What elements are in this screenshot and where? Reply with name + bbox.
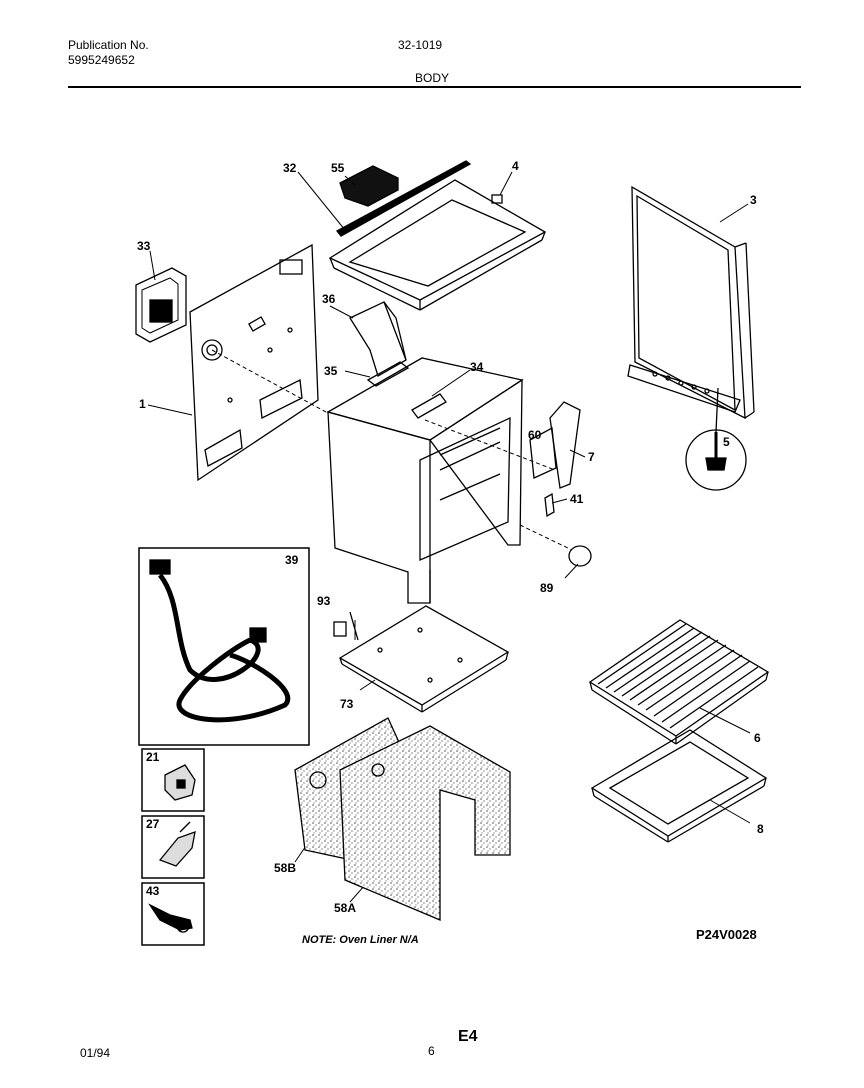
model-code: 32-1019 <box>398 38 443 52</box>
oven-rack-part <box>588 619 770 745</box>
hinge-part <box>529 401 581 518</box>
part-label: 36 <box>322 292 336 306</box>
vent-trim-part <box>411 393 447 419</box>
part-label: 3 <box>750 193 757 207</box>
part-label: 6 <box>754 731 761 745</box>
part-label: 39 <box>285 553 299 567</box>
footer-section-code: E4 <box>458 1028 478 1045</box>
vent-duct-part <box>349 301 407 377</box>
bracket-box-part <box>135 267 187 343</box>
part-label: 58B <box>274 861 297 875</box>
part-label: 73 <box>340 697 354 711</box>
part-label: 1 <box>139 397 146 411</box>
plug-button-part <box>568 545 592 567</box>
top-panel-part <box>328 179 547 311</box>
small-parts-boxes <box>141 748 205 946</box>
part-label: 33 <box>137 239 151 253</box>
rear-panel-part <box>189 243 319 482</box>
part-label: 8 <box>757 822 764 836</box>
leveling-leg-part <box>685 387 747 491</box>
trim-strip-part <box>336 160 472 237</box>
side-panel-part <box>627 185 755 420</box>
oven-body-part <box>326 357 524 604</box>
footer-date: 01/94 <box>80 1046 111 1060</box>
part-label: 27 <box>146 817 160 831</box>
part-label: 93 <box>317 594 331 608</box>
oven-liner-note: NOTE: Oven Liner N/A <box>302 934 419 946</box>
vent-seal-part <box>366 361 410 387</box>
broiler-pan-part <box>590 729 768 843</box>
part-label: 89 <box>540 581 554 595</box>
publication-number: 5995249652 <box>68 53 135 67</box>
part-label: 5 <box>723 435 730 449</box>
part-label: 35 <box>324 364 338 378</box>
leader-lines <box>147 171 751 903</box>
diagram-code: P24V0028 <box>696 927 757 942</box>
part-label: 4 <box>512 159 519 173</box>
header-rule <box>68 86 801 88</box>
insulation-blanket-part <box>294 717 511 921</box>
part-label: 34 <box>470 360 484 374</box>
part-label: 21 <box>146 750 160 764</box>
part-label: 60 <box>528 428 542 442</box>
part-label: 58A <box>334 901 357 915</box>
part-label: 55 <box>331 161 345 175</box>
part-label: 43 <box>146 884 160 898</box>
part-label: 32 <box>283 161 297 175</box>
publication-label: Publication No. <box>68 38 149 52</box>
section-title: BODY <box>415 71 450 85</box>
bottom-panel-part <box>333 605 510 713</box>
part-label: 7 <box>588 450 595 464</box>
footer-page: 6 <box>428 1044 435 1058</box>
insulation-piece-part <box>339 165 399 207</box>
power-cord-panel <box>138 547 310 746</box>
part-label: 41 <box>570 492 584 506</box>
